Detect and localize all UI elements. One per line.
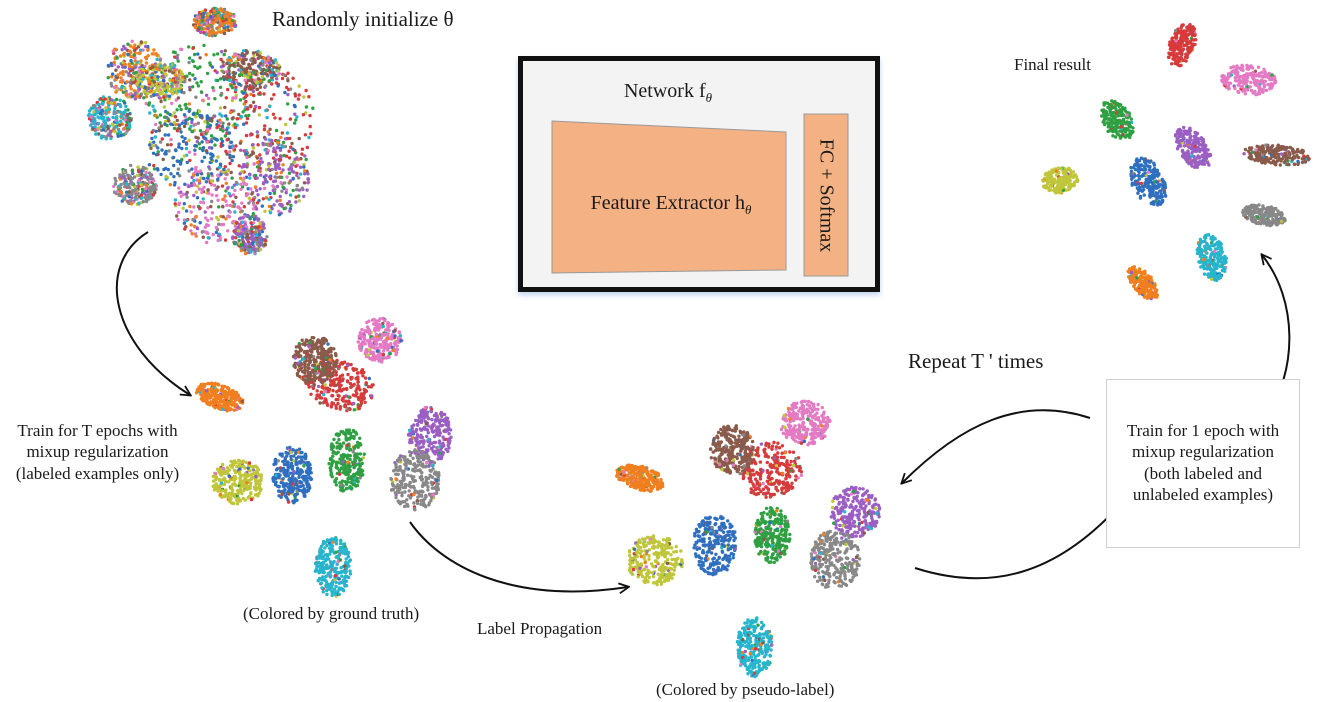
repeat-label: Repeat T ' times: [908, 349, 1044, 373]
colored-pseudo-label-label: (Colored by pseudo-label): [656, 680, 835, 699]
random-init-label: Randomly initialize θ: [272, 6, 454, 32]
network-title-subscript: θ: [705, 90, 713, 105]
arrow-train-repeat: [902, 409, 1091, 483]
scatter-initial-embedding: [87, 6, 315, 256]
fc-softmax-label: FC + Softmax: [815, 138, 838, 253]
train-one-epoch-line-2: mixup regularization: [1131, 442, 1275, 462]
scatter-final-embedding: [1041, 23, 1311, 301]
feature-extractor-shape: [551, 113, 849, 277]
feature-extractor-label: Feature Extractor hθ: [555, 191, 787, 218]
scatter-ground-truth-embedding: [194, 316, 453, 598]
colored-ground-truth-label: (Colored by ground truth): [243, 604, 420, 623]
train-one-epoch-label: Train for 1 epoch with mixup regularizat…: [1106, 420, 1300, 505]
arrow-gt-to-propagation: [409, 521, 628, 591]
feature-extractor-subscript: θ: [744, 202, 752, 217]
final-result-label: Final result: [1014, 55, 1091, 74]
train-one-epoch-line-4: unlabeled examples): [1132, 484, 1274, 504]
train-one-epoch-line-3: (both labeled and: [1143, 463, 1262, 483]
label-propagation-label: Label Propagation: [477, 619, 603, 638]
network-title-text: Network f: [623, 80, 706, 102]
train-t-epochs-label: Train for T epochs with mixup regulariza…: [0, 420, 195, 484]
train-t-epochs-line-2: mixup regularization: [26, 442, 169, 462]
scatter-pseudo-label-embedding: [615, 399, 882, 679]
train-one-epoch-box: [1106, 379, 1300, 548]
network-title: Network fθ: [523, 79, 813, 106]
random-init-text: Randomly initialize θ: [272, 7, 454, 31]
train-t-epochs-line-1: Train for T epochs with: [17, 421, 178, 440]
train-one-epoch-line-1: Train for 1 epoch with: [1126, 421, 1280, 440]
feature-extractor-text: Feature Extractor h: [590, 192, 745, 214]
train-t-epochs-line-3: (labeled examples only): [15, 463, 180, 483]
arrow-pseudo-to-train: [914, 507, 1118, 580]
arrow-init-to-train: [115, 231, 190, 395]
network-box: Network fθ Feature Extractor hθ FC + Sof…: [518, 56, 880, 292]
